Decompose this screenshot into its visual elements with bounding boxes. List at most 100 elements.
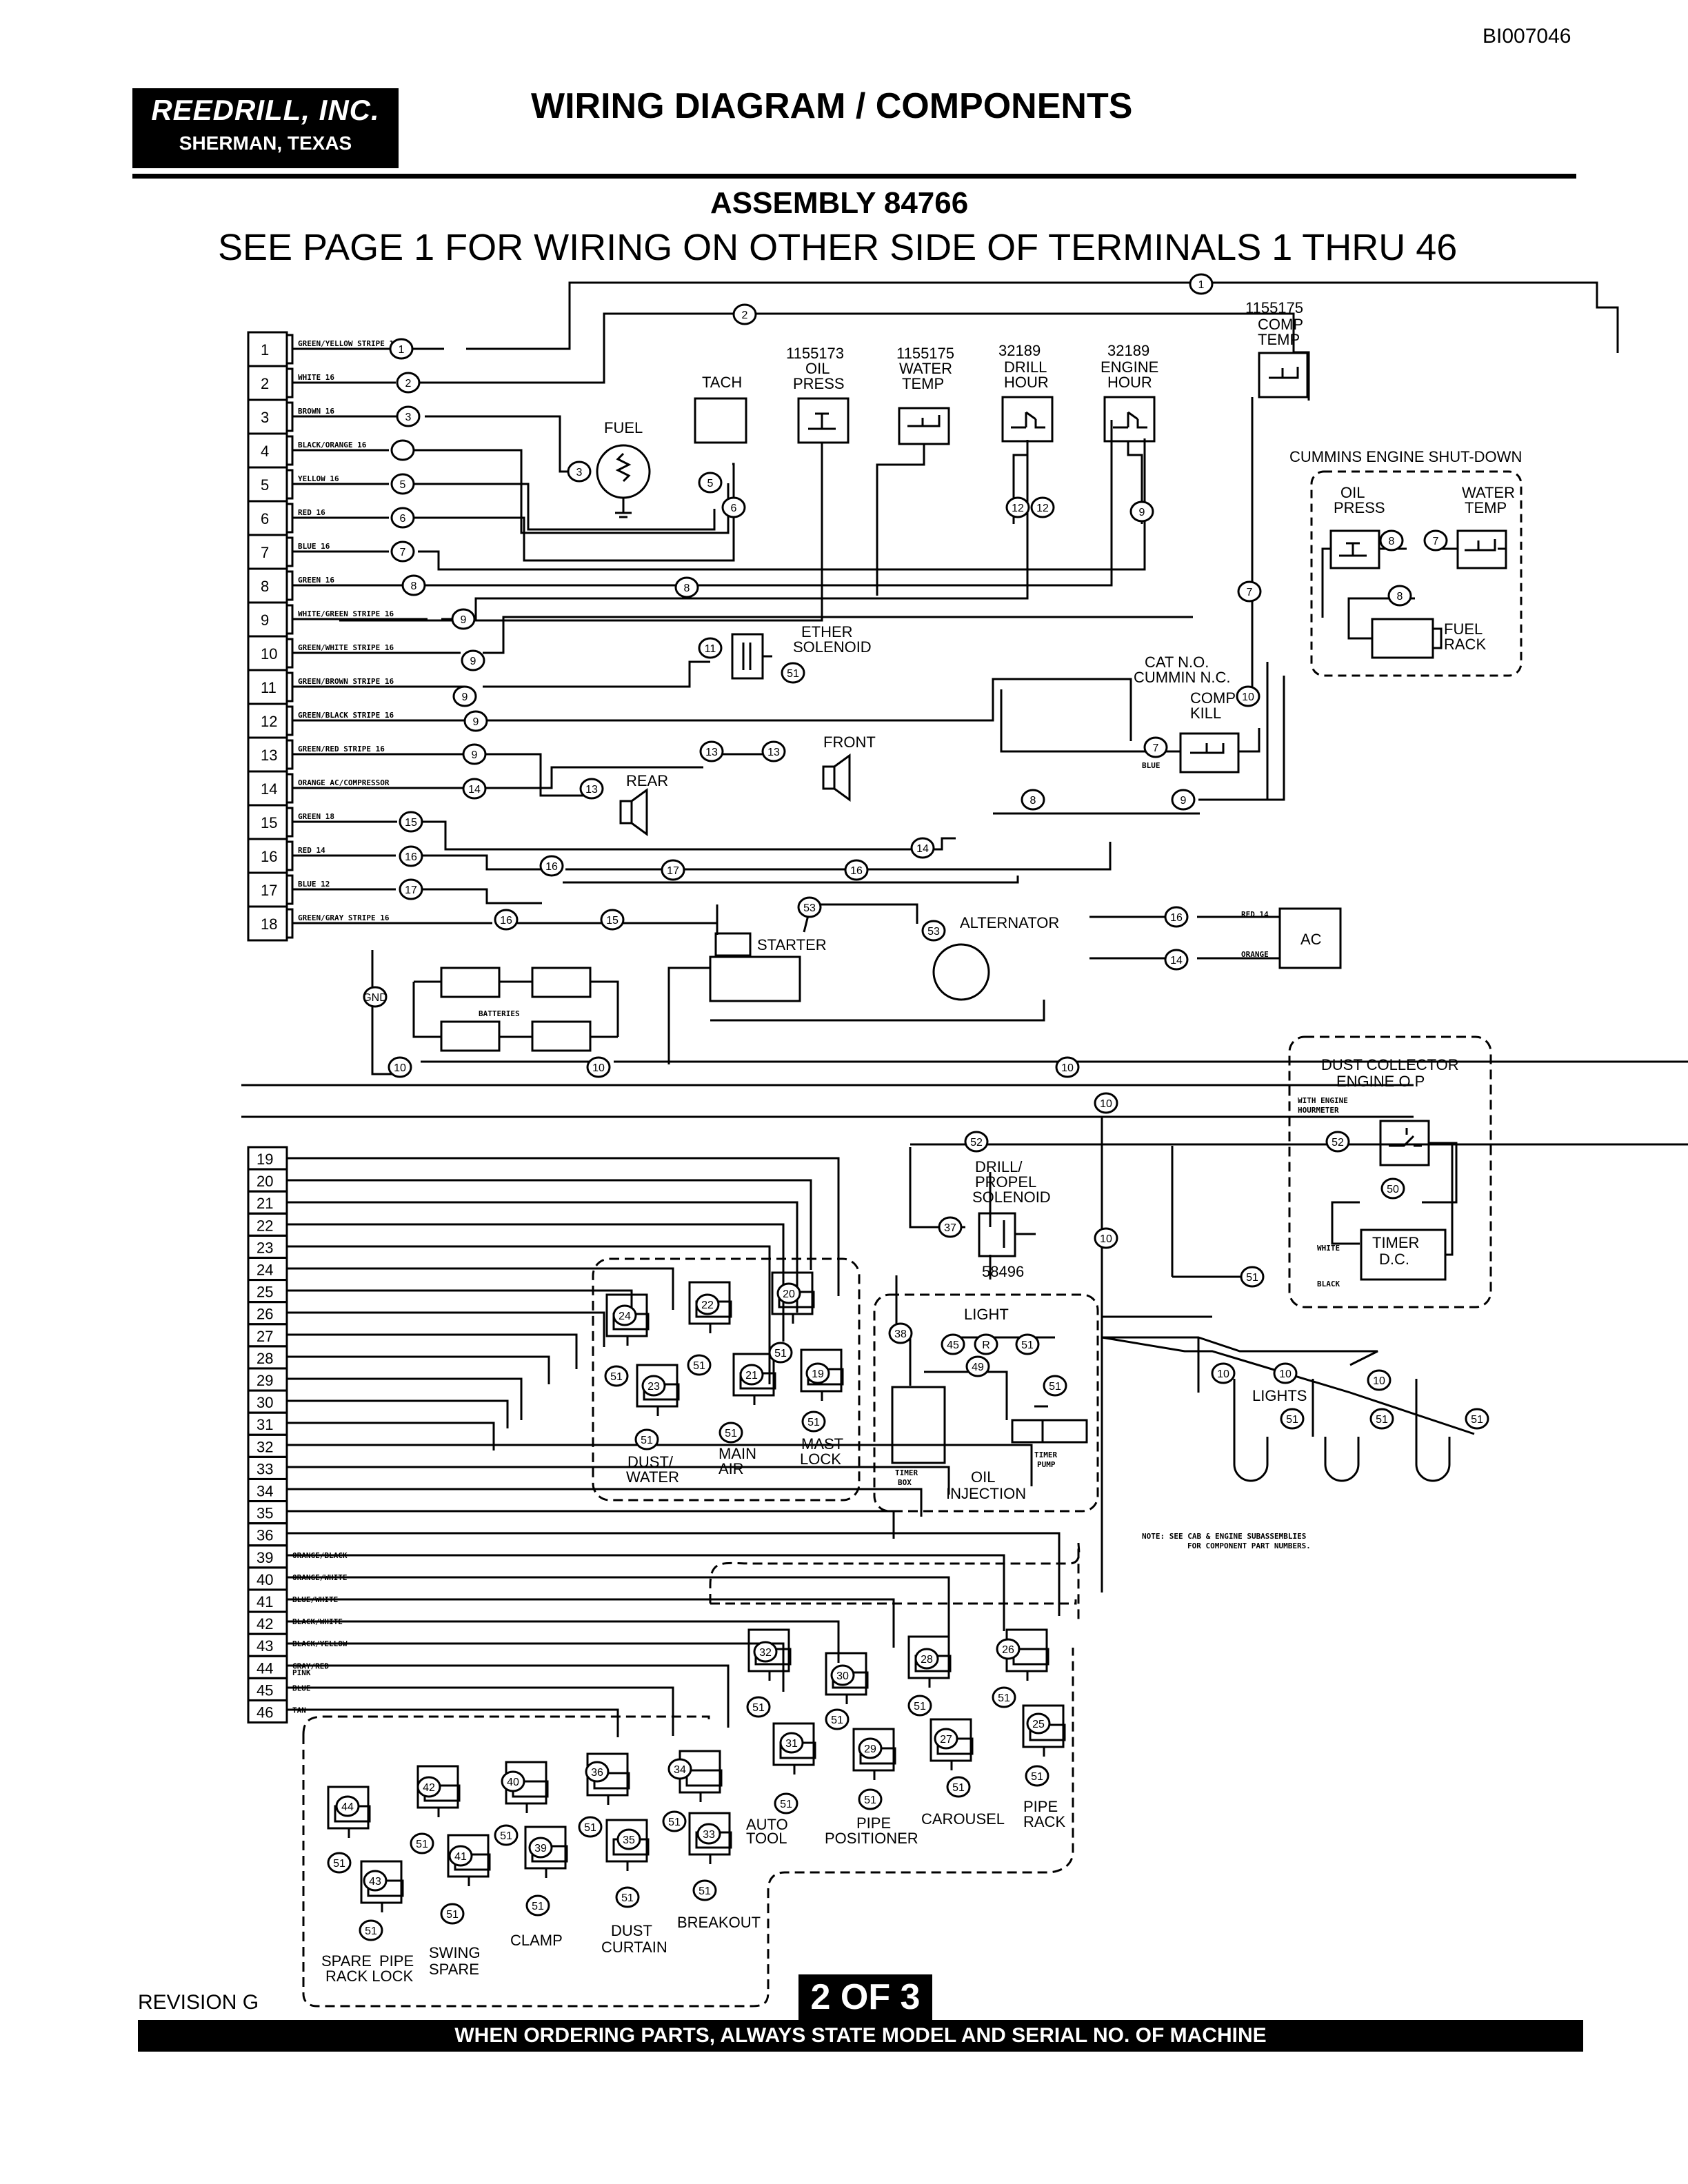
- mast-lock-label1: MAST: [801, 1435, 843, 1453]
- footer-banner: WHEN ORDERING PARTS, ALWAYS STATE MODEL …: [138, 2020, 1583, 2052]
- wire-number-bubble: 10: [1094, 1092, 1118, 1114]
- red14-label: RED 14: [1241, 910, 1269, 919]
- wire: [292, 678, 1132, 741]
- wire-number-bubble: 51: [946, 1776, 971, 1798]
- wire: [292, 483, 716, 531]
- wire-number: 22: [701, 1300, 714, 1311]
- wire-number-bubble: 9: [462, 743, 487, 765]
- drill-hour-label1: DRILL: [1004, 358, 1047, 376]
- mast-lock-label2: LOCK: [800, 1450, 841, 1468]
- wire-number-bubble: 51: [801, 1410, 826, 1433]
- wire-number: 9: [462, 691, 468, 703]
- terminal-wire-color: GREEN 16: [298, 576, 334, 585]
- wire-number: 9: [1180, 795, 1187, 807]
- fuel-rack-label2: RACK: [1444, 636, 1486, 653]
- wire-number: 51: [668, 1817, 681, 1828]
- wire-number: 17: [667, 865, 679, 877]
- terminal-wire-color: BROWN 16: [298, 407, 334, 416]
- terminal-number: 45: [257, 1681, 273, 1699]
- wire-number-bubble: 50: [1380, 1177, 1405, 1200]
- dust-collector-label2: ENGINE O P: [1336, 1073, 1425, 1090]
- wire: [667, 967, 1045, 1064]
- terminal-wire-color: WHITE 16: [298, 373, 334, 382]
- wire-number-bubble: 29: [858, 1737, 883, 1759]
- wire-number-bubble: 12: [1030, 496, 1055, 518]
- terminal-wire-color: GREEN/WHITE STRIPE 16: [298, 643, 394, 652]
- swing-spare-label2: SPARE: [429, 1961, 479, 1978]
- drill-propel-label1: DRILL/: [975, 1158, 1023, 1175]
- wire-number: 51: [641, 1435, 653, 1446]
- wire-number: 9: [470, 656, 476, 667]
- terminal-wire-color: BLUE 16: [298, 542, 330, 551]
- oil-injection-group: LIGHT TIMER BOX TIMER PUMP OIL INJECTION: [873, 1293, 1099, 1513]
- wire-number-bubble: 1: [389, 338, 414, 360]
- wire: [287, 1444, 1033, 1539]
- wire-number: 43: [369, 1876, 381, 1888]
- wire-number: 14: [468, 784, 481, 796]
- orange-label: ORANGE: [1241, 950, 1269, 959]
- terminal-wire-color: WHITE/GREEN STRIPE 16: [298, 609, 394, 618]
- wire-number-bubble: 51: [1025, 1765, 1049, 1787]
- terminal-number: 19: [257, 1151, 273, 1168]
- water-temp-switch: 1155175 WATER TEMP: [896, 345, 954, 445]
- tach-gauge: TACH: [694, 374, 747, 444]
- terminal-number: 39: [257, 1549, 273, 1566]
- wire-number: 51: [446, 1909, 459, 1921]
- auto-tool-label1: AUTO: [746, 1816, 788, 1833]
- fuel-label: FUEL: [604, 419, 643, 436]
- wire-number-bubble: 10: [1236, 685, 1260, 707]
- breakout-label: BREAKOUT: [677, 1914, 761, 1931]
- wire-number-bubble: 51: [1280, 1408, 1305, 1430]
- wire-number: 51: [693, 1360, 705, 1372]
- terminal-number: 29: [257, 1372, 273, 1389]
- wire-number-bubble: 51: [662, 1810, 687, 1832]
- terminal-number: 17: [261, 882, 277, 899]
- timer-dc-label1: TIMER: [1372, 1234, 1419, 1251]
- wire-number-bubble: 9: [451, 608, 476, 630]
- wire-number: 16: [500, 915, 512, 927]
- note-line1: NOTE: SEE CAB & ENGINE SUBASSEMBLIES: [1142, 1532, 1306, 1541]
- note-text: NOTE: SEE CAB & ENGINE SUBASSEMBLIES FOR…: [1142, 1532, 1311, 1550]
- wire-number: 13: [585, 784, 598, 796]
- terminal-number: 2: [261, 375, 269, 392]
- cummin-nc-label: CUMMIN N.C.: [1134, 669, 1231, 686]
- oil-press-label1: OIL: [805, 360, 830, 377]
- wire-number-bubble: 43: [363, 1870, 388, 1892]
- wire-number-bubble: 7: [1143, 736, 1168, 758]
- wire-number-bubble: 42: [416, 1776, 441, 1798]
- wire-number-bubble: 51: [992, 1686, 1016, 1708]
- wire-number-bubble: 51: [634, 1428, 659, 1450]
- wire-number-bubble: 51: [410, 1832, 434, 1854]
- terminal-number: 15: [261, 814, 277, 831]
- pipe-positioner-label1: PIPE: [856, 1814, 891, 1832]
- terminal-wire-color: GREEN/YELLOW STRIPE 16: [298, 339, 399, 348]
- wire-number: 51: [584, 1822, 596, 1834]
- wire-number: 51: [774, 1348, 787, 1359]
- wire-number-bubble: 52: [1325, 1131, 1350, 1153]
- wire-number-bubble: 8: [1387, 585, 1412, 607]
- wire: [287, 1267, 674, 1384]
- alternator: ALTERNATOR: [932, 914, 1059, 1001]
- header-rule: [132, 174, 1576, 179]
- wire-number-bubble: 37: [938, 1216, 963, 1238]
- ether-label2: SOLENOID: [793, 638, 872, 656]
- wire-number-bubble: 53: [921, 920, 946, 942]
- terminal-number: 40: [257, 1571, 273, 1588]
- wire-number: 10: [592, 1062, 605, 1074]
- wire-number-bubble: 51: [440, 1903, 465, 1925]
- wire-number: 51: [952, 1782, 965, 1794]
- wire-number: 2: [742, 310, 748, 321]
- wire-number: 51: [699, 1885, 711, 1897]
- terminal-wire-color: GREEN/BLACK STRIPE 16: [298, 711, 394, 720]
- wire-number-bubble: 13: [579, 778, 604, 800]
- with-engine-label1: WITH ENGINE: [1298, 1096, 1348, 1105]
- wire-number: 51: [787, 668, 799, 680]
- wire-number-bubble: 7: [1423, 529, 1448, 552]
- wire-number: 31: [785, 1738, 798, 1750]
- wire-number: 16: [545, 861, 558, 873]
- wire: [292, 449, 730, 534]
- blue-small-label: BLUE: [1142, 761, 1160, 770]
- wires: [241, 281, 1688, 1737]
